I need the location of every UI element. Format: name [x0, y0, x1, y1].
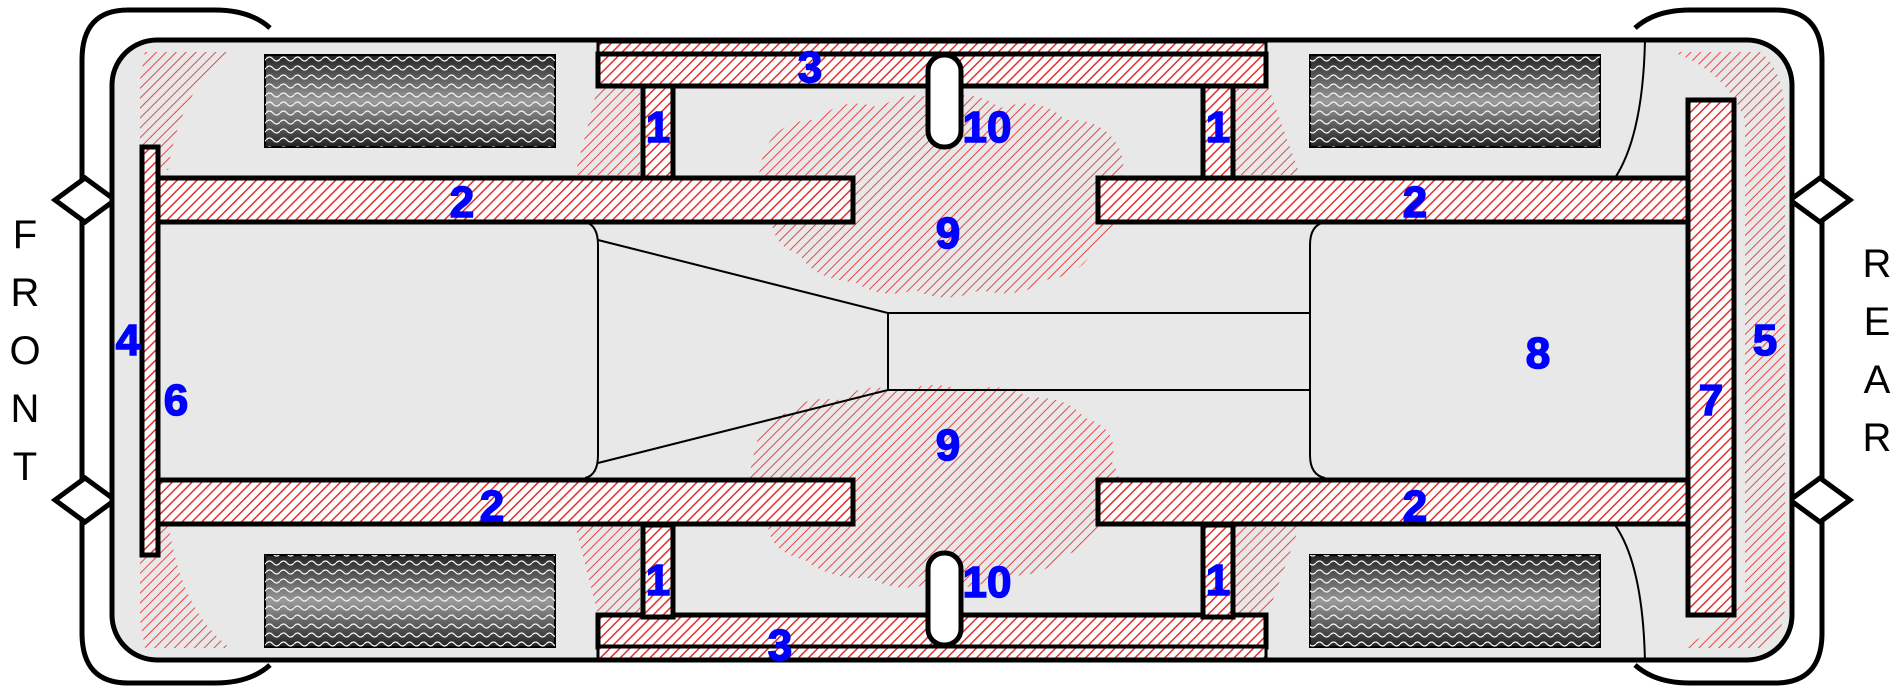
zone-label-9: 9 [936, 421, 960, 470]
frame-rail-front-right [155, 477, 856, 527]
frame-rail-rear-right [1095, 477, 1691, 527]
rear-letter: R [1863, 242, 1892, 286]
front-label: F R O N T [9, 213, 40, 489]
outrigger-front-right [640, 522, 676, 620]
zone-label-1: 1 [1206, 103, 1230, 152]
frame-rail-front-left [155, 175, 856, 225]
zone-label-2: 2 [1403, 178, 1427, 227]
rear-label: R E A R [1863, 242, 1892, 460]
zone-label-5: 5 [1753, 316, 1777, 365]
front-edge-hatch-area [140, 52, 230, 648]
zone-label-1: 1 [646, 103, 670, 152]
zone-label-2: 2 [480, 482, 504, 531]
zone-label-7: 7 [1699, 376, 1723, 425]
zone-label-1: 1 [646, 556, 670, 605]
rear-letter: E [1864, 300, 1891, 344]
rear-lower-mount [1785, 474, 1855, 526]
rear-quarter-curves [1614, 39, 1646, 663]
zone-label-3: 3 [768, 621, 792, 670]
zone-label-2: 2 [1403, 482, 1427, 531]
rear-right-wheel [1309, 554, 1601, 648]
front-letter: F [13, 213, 37, 257]
zone-number-labels: 1 1 1 1 2 2 2 2 3 3 4 5 6 7 8 9 9 10 10 [115, 42, 1778, 671]
rear-crossmember [1685, 97, 1737, 618]
front-letter: N [11, 387, 40, 431]
front-crossmember [139, 144, 161, 558]
zone-label-1: 1 [1206, 556, 1230, 605]
lower-cabin-cloud-zone [749, 385, 1120, 588]
zone-label-10: 10 [963, 558, 1012, 607]
upper-cabin-cloud-zone [758, 95, 1124, 298]
rear-upper-mount [1785, 174, 1855, 226]
floor-pan-outline [160, 221, 1700, 479]
zone-label-6: 6 [164, 376, 188, 425]
front-letter: O [9, 329, 40, 373]
zone-label-8: 8 [1526, 329, 1550, 378]
lower-jack-point [925, 550, 964, 648]
rear-edge-hatch-area [1672, 52, 1785, 648]
zone-label-10: 10 [963, 103, 1012, 152]
frame-rail-rear-left [1095, 175, 1691, 225]
wheel-well-hatch-areas [575, 78, 1300, 622]
front-letter: T [13, 445, 37, 489]
front-right-wheel [264, 554, 556, 648]
zone-label-3: 3 [798, 43, 822, 92]
front-letter: R [11, 271, 40, 315]
front-left-wheel [264, 54, 556, 148]
rear-letter: A [1864, 358, 1891, 402]
zone-label-2: 2 [450, 178, 474, 227]
zone-label-4: 4 [116, 316, 141, 365]
upper-jack-point [925, 52, 964, 150]
rear-left-wheel [1309, 54, 1601, 148]
rear-letter: R [1863, 416, 1892, 460]
zone-label-9: 9 [936, 209, 960, 258]
